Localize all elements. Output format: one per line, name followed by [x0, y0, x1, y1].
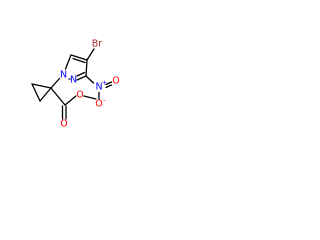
- bond-c4-br: [86, 48, 95, 61]
- bond-nnitro-o-double: [105, 81, 113, 86]
- bond-c5-c4-double: [72, 57, 86, 64]
- bond-ccarbonyl-o-ester: [64, 95, 77, 106]
- bond-n1-c5: [64, 54, 72, 70]
- bond-cyclopropane-c: [31, 83, 52, 89]
- bond-c3-n2: [76, 75, 87, 81]
- charge-n-nitro: +: [102, 79, 107, 87]
- atom-n-pyrazole-2: N: [70, 75, 77, 86]
- bond-cyclopropane-b: [39, 87, 52, 102]
- charge-o-nitro-single: -: [103, 96, 106, 104]
- atom-o-ester: O: [76, 90, 83, 101]
- atom-o-carbonyl: O: [60, 119, 67, 130]
- bond-cq-ccarbonyl: [50, 87, 66, 106]
- bond-oester-methyl: [83, 95, 97, 100]
- atom-n-pyrazole-1: N: [60, 70, 67, 81]
- bond-nnitro-o-double-2: [105, 84, 113, 89]
- atom-o-nitro-single: O: [95, 99, 102, 110]
- bond-c4-c3: [85, 59, 88, 77]
- bond-cq-n1: [50, 77, 61, 89]
- bond-cyclopropane-a: [31, 83, 41, 102]
- atom-n-nitro: N: [95, 82, 102, 93]
- atom-br: Br: [92, 39, 103, 50]
- bonds: [31, 48, 113, 120]
- atom-labels: Br N N N + O O - O O: [60, 39, 120, 130]
- bond-c5-c4: [70, 54, 88, 61]
- bond-c3-n2-double: [76, 71, 86, 77]
- molecule-diagram: Br N N N + O O - O O: [31, 39, 120, 130]
- atom-o-nitro-double: O: [112, 76, 119, 87]
- bond-c3-nnitro: [85, 75, 95, 84]
